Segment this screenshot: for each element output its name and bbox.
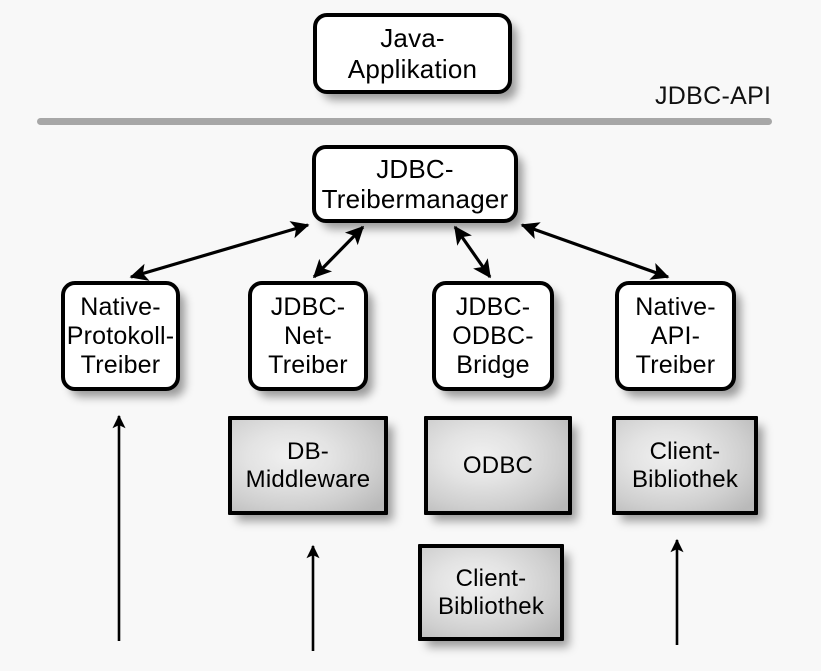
connector-manager-native-protokoll-treiber (129, 221, 310, 281)
component-box-db-middleware: DB- Middleware (228, 416, 388, 515)
jdbc-driver-manager-box: JDBC- Treibermanager (312, 145, 518, 223)
connector-manager-jdbc-net-treiber (312, 225, 365, 279)
component-box-client-bibliothek-right: Client- Bibliothek (612, 416, 758, 515)
driver-box-native-api-treiber: Native- API- Treiber (615, 281, 736, 391)
jdbc-api-label: JDBC-API (655, 82, 772, 110)
driver-box-jdbc-net-treiber: JDBC- Net- Treiber (248, 281, 368, 391)
connector-manager-jdbc-odbc-bridge (453, 225, 492, 279)
java-application-box: Java- Applikation (313, 13, 512, 94)
jdbc-api-separator-bar (37, 118, 772, 125)
component-box-client-bibliothek-odbc: Client- Bibliothek (418, 544, 564, 641)
driver-box-jdbc-odbc-bridge: JDBC- ODBC- Bridge (432, 281, 554, 391)
component-box-odbc: ODBC (424, 416, 572, 515)
connector-manager-native-api-treiber (520, 222, 670, 280)
driver-box-native-protokoll-treiber: Native- Protokoll- Treiber (61, 281, 180, 391)
